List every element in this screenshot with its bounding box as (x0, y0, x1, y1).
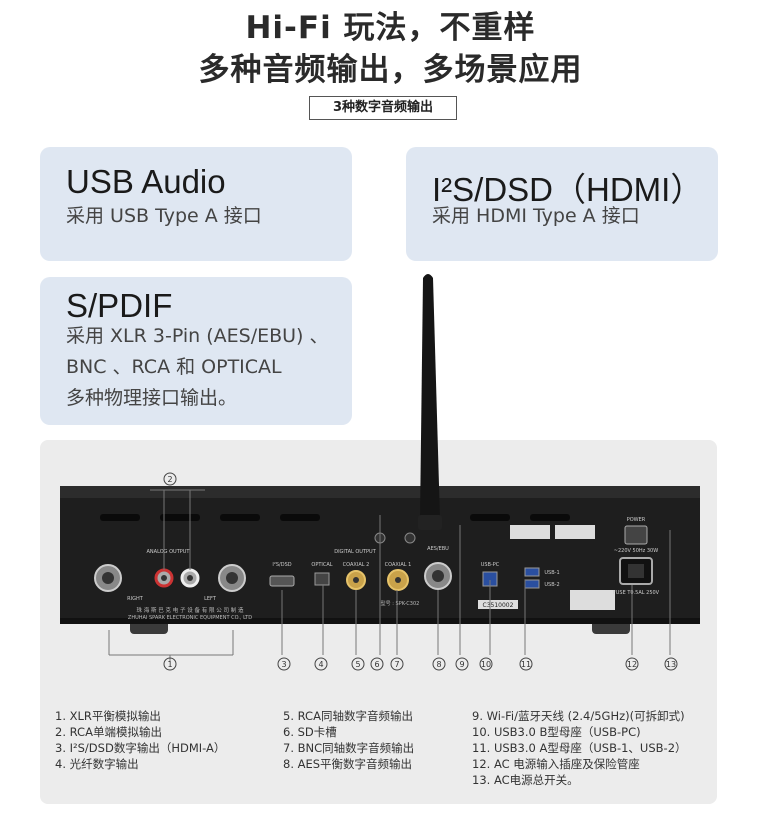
callout-3: 3 (281, 660, 286, 669)
callout-8: 8 (436, 660, 441, 669)
i2s-dsd-card: I²S/DSD（HDMI） 采用 HDMI Type A 接口 (406, 147, 718, 261)
i2s-dsd-label: I²S/DSD (272, 562, 291, 568)
legend-item: 13. AC电源总开关。 (472, 773, 579, 787)
callout-5: 5 (355, 660, 360, 669)
spdif-card: S/PDIF 采用 XLR 3-Pin (AES/EBU) 、 BNC 、RCA… (40, 277, 352, 425)
coaxial2-label: COAXIAL 2 (343, 562, 370, 568)
legend-item: 11. USB3.0 A型母座（USB-1、USB-2） (472, 741, 687, 755)
legend-column-1: 1. XLR平衡模拟输出 2. RCA单端模拟输出 3. I²S/DSD数字输出… (55, 708, 225, 772)
legend-item: 9. Wi-Fi/蓝牙天线 (2.4/5GHz)(可拆卸式) (472, 709, 685, 723)
voltage-label: ~220V 50Hz 30W (614, 548, 658, 554)
legend-item: 12. AC 电源输入插座及保险管座 (472, 757, 640, 771)
spdif-line: 多种物理接口输出。 (66, 387, 238, 409)
optical-label: OPTICAL (311, 562, 332, 568)
warning-label (510, 525, 550, 539)
rear-panel-section: ANALOG OUTPUT RIGHT LEFT 珠 海 斯 巴 克 电 子 设… (40, 440, 717, 804)
analog-output-label: ANALOG OUTPUT (147, 549, 191, 555)
serial-number: C3510002 (483, 602, 514, 609)
headline-line-2: 多种音频输出，多场景应用 (198, 52, 583, 88)
model-label: 型号 : SPK-C302 (381, 600, 420, 607)
spdif-description: 采用 XLR 3-Pin (AES/EBU) 、 BNC 、RCA 和 OPTI… (66, 321, 329, 414)
headline-line-1: Hi-Fi 玩法，不重样 (245, 10, 536, 46)
left-label: LEFT (204, 596, 217, 602)
i2s-dsd-title: I²S/DSD（HDMI） (432, 171, 704, 208)
usb-pc-label: USB-PC (481, 562, 500, 568)
callout-6: 6 (374, 660, 379, 669)
usb1-label: USB-1 (544, 570, 559, 576)
i2s-dsd-subtitle: 采用 HDMI Type A 接口 (432, 205, 640, 227)
spdif-line: BNC 、RCA 和 OPTICAL (66, 356, 282, 378)
callout-9: 9 (459, 660, 464, 669)
spdif-line: 采用 XLR 3-Pin (AES/EBU) 、 (66, 325, 329, 347)
callout-1: 1 (167, 660, 172, 669)
callout-4: 4 (318, 660, 323, 669)
legend-item: 7. BNC同轴数字音频输出 (283, 741, 415, 755)
usb2-label: USB-2 (544, 582, 559, 588)
callout-2: 2 (167, 475, 172, 484)
legend-item: 2. RCA单端模拟输出 (55, 725, 162, 739)
callout-13: 13 (666, 660, 676, 669)
callout-layer: 1 2 3 4 5 6 7 8 9 10 11 12 13 (108, 472, 678, 671)
usb-audio-title: USB Audio (66, 163, 226, 200)
optical-port (314, 572, 330, 586)
legend-item: 4. 光纤数字输出 (55, 757, 139, 771)
power-label: POWER (627, 517, 646, 523)
digital-output-label: DIGITAL OUTPUT (334, 549, 376, 555)
legend-item: 3. I²S/DSD数字输出（HDMI-A） (55, 741, 226, 755)
legend-item: 8. AES平衡数字音频输出 (283, 757, 413, 771)
fuse-label: FUSE T0.5AL 250V (613, 590, 660, 596)
legend-item: 1. XLR平衡模拟输出 (55, 709, 161, 723)
callout-11: 11 (521, 660, 531, 669)
aes-ebu-label: AES/EBU (427, 546, 449, 552)
callout-12: 12 (627, 660, 637, 669)
usb-a-port-1 (524, 567, 540, 577)
sd-slot-indicator (404, 532, 416, 544)
power-switch[interactable] (624, 525, 648, 545)
hdmi-port (269, 575, 295, 587)
legend-column-2: 5. RCA同轴数字音频输出 6. SD卡槽 7. BNC同轴数字音频输出 8.… (283, 708, 414, 772)
legend-item: 6. SD卡槽 (283, 725, 337, 739)
section-tag: 3种数字音频输出 (309, 96, 457, 120)
usb-audio-subtitle: 采用 USB Type A 接口 (66, 205, 262, 227)
spec-sticker (570, 590, 615, 610)
serial-sticker (478, 600, 518, 609)
coaxial1-label: COAXIAL 1 (385, 562, 412, 568)
chassis-top (60, 486, 700, 500)
legend-column-3: 9. Wi-Fi/蓝牙天线 (2.4/5GHz)(可拆卸式) 10. USB3.… (472, 708, 687, 788)
callout-10: 10 (481, 660, 491, 669)
right-label: RIGHT (127, 596, 144, 602)
warning-label (555, 525, 595, 539)
usb-audio-card: USB Audio 采用 USB Type A 接口 (40, 147, 352, 261)
spdif-title: S/PDIF (66, 287, 173, 324)
legend-item: 5. RCA同轴数字音频输出 (283, 709, 413, 723)
legend-item: 10. USB3.0 B型母座（USB-PC) (472, 725, 641, 739)
callout-7: 7 (394, 660, 399, 669)
company-en: ZHUHAI SPARK ELECTRONIC EQUIPMENT CO., L… (128, 615, 252, 621)
company-cn: 珠 海 斯 巴 克 电 子 设 备 有 限 公 司 制 造 (137, 606, 244, 614)
